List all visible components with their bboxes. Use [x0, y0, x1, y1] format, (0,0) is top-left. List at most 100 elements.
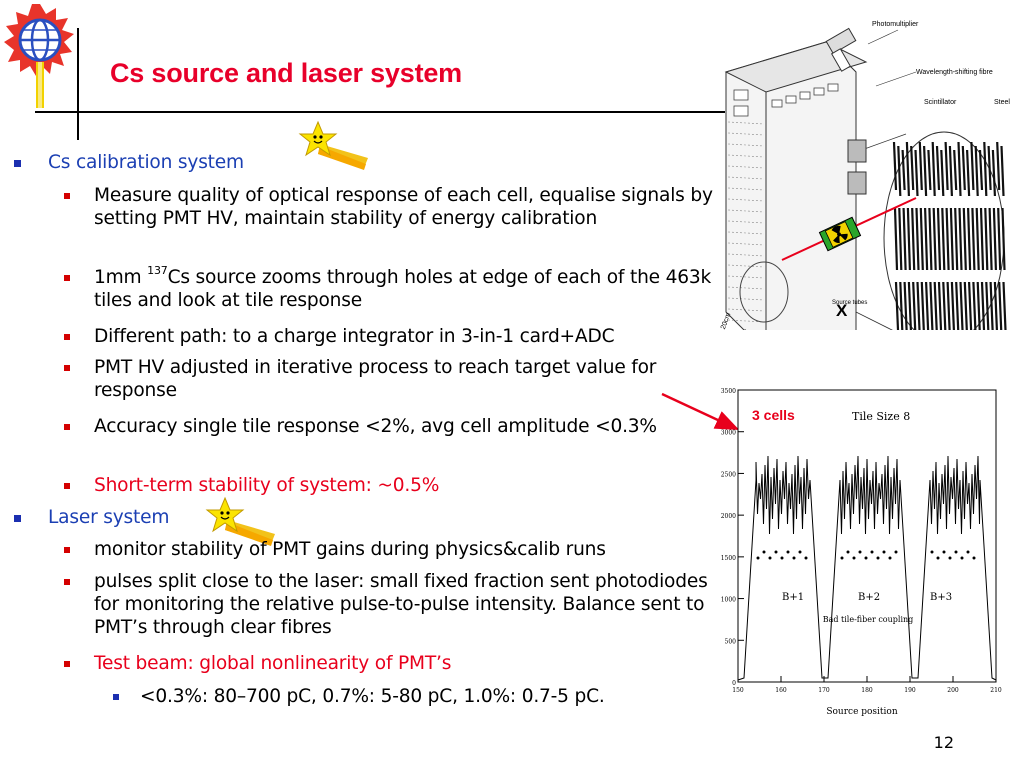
x-tick-label: 150 [732, 687, 744, 694]
bullet-marker [14, 160, 21, 167]
zoom-tile-line [996, 141, 1001, 191]
response-marker [774, 550, 778, 554]
zoom-tile-line [963, 281, 968, 330]
x-tick-label: 160 [775, 687, 787, 694]
zoom-tile-line [991, 149, 996, 197]
zoom-tile-line [924, 207, 929, 271]
bullet-text: <0.3%: 80–700 pC, 0.7%: 5-80 pC, 1.0%: 0… [140, 686, 605, 707]
response-marker [882, 550, 886, 554]
zoom-tile-line [935, 145, 941, 191]
zoom-tile-line [954, 207, 959, 271]
x-tick-label: 190 [904, 687, 916, 694]
zoom-tile-line [980, 281, 986, 330]
shooting-star-icon [298, 120, 368, 170]
bullet-laser-item: Test beam: global nonlinearity of PMT’s [64, 652, 720, 675]
x-tick-label: 170 [818, 687, 830, 694]
zoom-tile-line [941, 207, 946, 271]
bullet-text: monitor stability of PMT gains during ph… [94, 539, 606, 560]
bullet-text: Cs calibration system [48, 152, 244, 173]
dimension-label: 20cm [720, 312, 732, 330]
x-tick-label: 210 [990, 687, 1002, 694]
zoom-tile-line [894, 281, 900, 330]
bullet-marker [64, 661, 70, 667]
zoom-tile-line [975, 207, 980, 271]
zoom-tile-line [929, 281, 934, 330]
label-fibre: Wavelength-shifting fibre [916, 69, 993, 76]
response-marker [876, 556, 880, 560]
bullet-marker [64, 334, 70, 340]
response-marker [894, 550, 898, 554]
cell-label: B+1 [782, 592, 804, 603]
zoom-tile-line [950, 281, 955, 330]
bullet-laser-item: monitor stability of PMT gains during ph… [64, 538, 720, 561]
zoom-tile-line [972, 281, 977, 330]
zoom-tile-line [968, 281, 973, 330]
zoom-tile-line [966, 149, 971, 197]
zoom-tile-line [910, 145, 915, 191]
zoom-tile-line [979, 207, 985, 271]
zoom-tile-line [901, 149, 906, 191]
bullet-laser-item: pulses split close to the laser: small f… [64, 570, 720, 639]
cell-label: B+3 [930, 592, 952, 603]
title-horizontal-rule [35, 111, 725, 113]
y-tick-label: 2500 [721, 471, 736, 478]
zoom-tile-line [942, 281, 947, 330]
bullet-cs-item: Measure quality of optical response of e… [64, 184, 720, 230]
response-marker [780, 556, 784, 560]
zoom-tile-line [893, 207, 899, 271]
zoom-tile-line [962, 207, 967, 271]
photomultiplier-icon [825, 27, 857, 72]
bullet-marker [64, 424, 70, 430]
bullet-cs-calibration: Cs calibration system [14, 151, 688, 174]
zoom-tile-line [927, 149, 932, 191]
zoom-tile-line [897, 145, 902, 197]
zoom-tile-line [892, 141, 898, 191]
bullet-text: Test beam: global nonlinearity of PMT’s [94, 653, 452, 674]
bullet-marker [64, 275, 70, 281]
zoom-tile-line [903, 281, 908, 330]
zoom-tile-line [958, 207, 963, 271]
response-marker [936, 556, 940, 560]
zoom-tile-line [937, 281, 943, 330]
bullet-marker [64, 579, 70, 585]
bullet-marker [64, 547, 70, 553]
zoom-tile-line [985, 281, 990, 330]
title-vertical-rule [77, 28, 79, 140]
response-marker [888, 556, 892, 560]
zoom-tile-line [957, 141, 962, 197]
zoom-tile-line [978, 149, 984, 191]
zoom-tile-line [984, 207, 989, 271]
radioactive-source-icon [818, 216, 862, 252]
zoom-tile-line [923, 145, 928, 197]
zoom-tile-line [944, 141, 949, 191]
source-position-marker: X [836, 301, 848, 320]
zoom-tile-line [992, 207, 997, 271]
zoom-tile-line [970, 141, 975, 191]
response-trace [737, 455, 997, 681]
label-scintillator: Scintillator [924, 99, 957, 106]
zoom-tile-line [971, 207, 976, 271]
response-marker [972, 556, 976, 560]
zoom-tile-line [945, 207, 950, 271]
response-marker [756, 556, 760, 560]
zoom-tile-line [931, 141, 936, 197]
zoom-tile-line [1002, 281, 1007, 330]
zoom-tile-line [916, 281, 921, 330]
zoom-tile-line [932, 207, 937, 271]
response-marker [762, 550, 766, 554]
response-marker [864, 556, 868, 560]
zoom-tile-line [911, 207, 916, 271]
y-tick-label: 1000 [721, 597, 736, 604]
response-marker [930, 550, 934, 554]
zoom-tile-line [928, 207, 933, 271]
response-marker [792, 556, 796, 560]
response-marker [852, 556, 856, 560]
y-tick-label: 500 [725, 638, 737, 645]
zoom-tile-line [959, 281, 964, 330]
bullet-text: Laser system [48, 507, 170, 528]
plot-annotation: 3 cells [752, 407, 795, 423]
y-tick-label: 2000 [721, 513, 736, 520]
bullet-text: pulses split close to the laser: small f… [94, 571, 708, 638]
bullet-text: 1mm [94, 267, 148, 288]
bullet-text: Different path: to a charge integrator i… [94, 326, 615, 347]
